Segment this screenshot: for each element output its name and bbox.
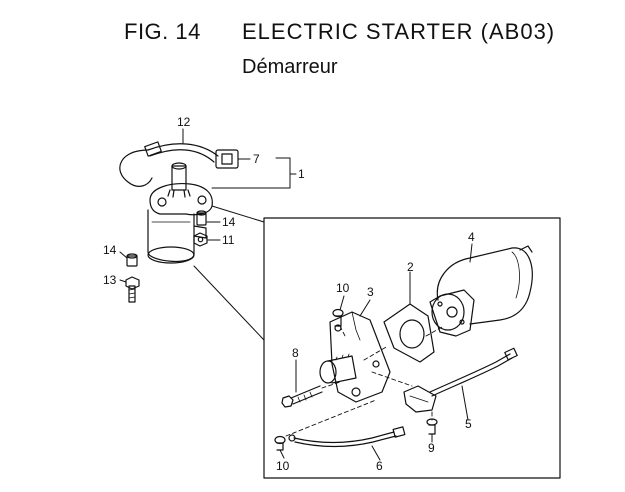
callout-14-lower: 14	[103, 243, 117, 257]
leader-lines	[119, 128, 473, 461]
exploded-view-frame	[263, 217, 561, 479]
callout-13: 13	[103, 273, 117, 287]
callout-11: 11	[222, 233, 235, 247]
screw-9	[426, 418, 438, 435]
callout-8: 8	[292, 346, 299, 360]
assembly-lines	[285, 325, 445, 437]
bolt-8	[281, 385, 323, 408]
washer-14-lower	[126, 253, 138, 267]
starter-motor-4	[429, 245, 533, 337]
starter-assembly	[119, 141, 239, 264]
callout-1: 1	[298, 167, 305, 181]
figure-subtitle: Démarreur	[242, 56, 338, 78]
callout-5: 5	[465, 417, 472, 431]
callout-3: 3	[367, 285, 374, 299]
screw-10-upper	[332, 308, 344, 327]
bolt-13	[125, 276, 140, 303]
callout-4: 4	[468, 230, 475, 244]
screw-10-lower	[274, 435, 286, 451]
lead-wire-5	[403, 347, 518, 413]
callout-2: 2	[407, 260, 414, 274]
gasket-2	[383, 303, 435, 363]
callout-6: 6	[376, 459, 383, 473]
callout-9: 9	[428, 441, 435, 455]
callout-7: 7	[253, 152, 260, 166]
callout-10-upper: 10	[336, 281, 350, 295]
pinion-gear	[319, 353, 357, 384]
nut-11	[193, 232, 208, 247]
callout-12: 12	[177, 115, 191, 129]
callout-14-upper: 14	[222, 215, 236, 229]
callout-10-lower: 10	[276, 459, 290, 473]
washer-14-upper	[196, 210, 207, 226]
figure-title: ELECTRIC STARTER (AB03)	[242, 19, 556, 44]
figure-number: FIG. 14	[124, 19, 201, 44]
ground-wire-6	[288, 426, 406, 448]
